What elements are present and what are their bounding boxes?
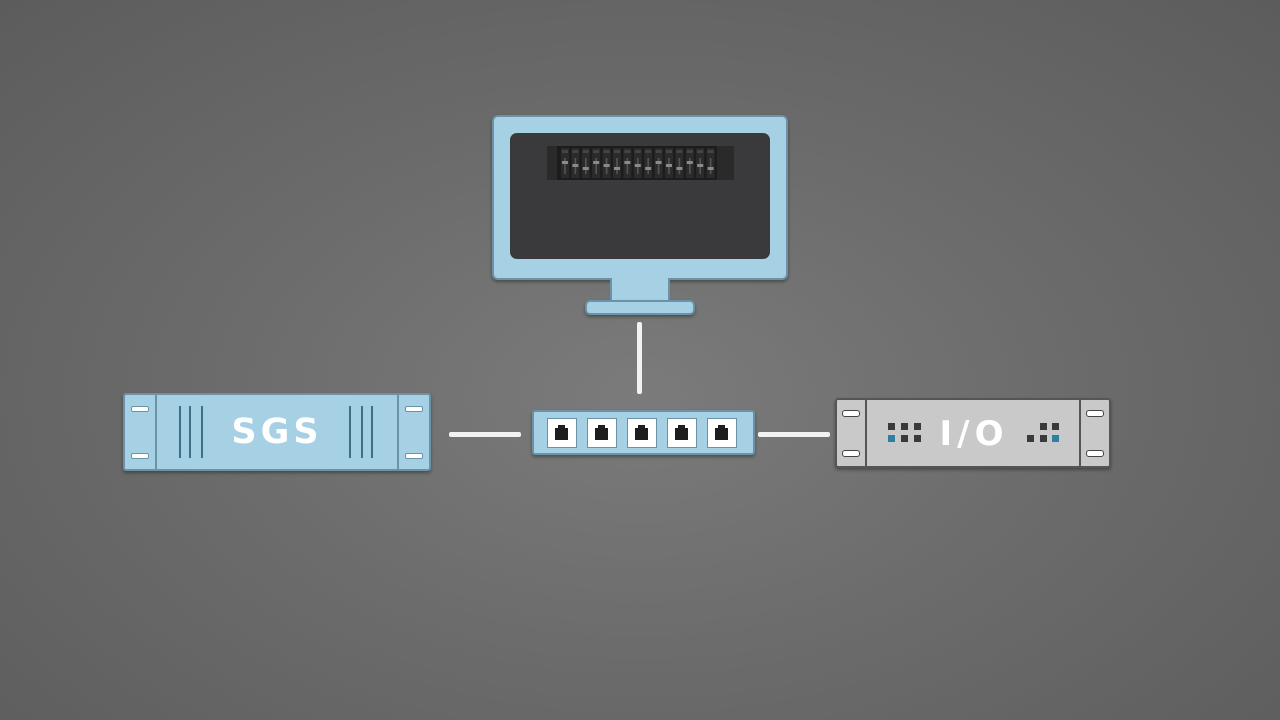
indicator-square bbox=[1052, 435, 1059, 442]
ethernet-port-icon bbox=[667, 418, 697, 448]
vent-line bbox=[371, 406, 373, 458]
vent-line bbox=[349, 406, 351, 458]
rack-ear-right bbox=[397, 395, 429, 469]
indicator-square bbox=[888, 435, 895, 442]
indicator-square bbox=[888, 423, 895, 430]
mounting-slot bbox=[405, 406, 423, 412]
vent-line bbox=[189, 406, 191, 458]
vent-line bbox=[201, 406, 203, 458]
network-switch bbox=[532, 410, 755, 455]
mixer-console-icon bbox=[547, 146, 734, 180]
mounting-slot bbox=[131, 406, 149, 412]
monitor-stand bbox=[585, 300, 695, 315]
indicator-square bbox=[914, 423, 921, 430]
sgs-device: SGS bbox=[123, 393, 431, 471]
ethernet-port-icon bbox=[587, 418, 617, 448]
rack-ear-left bbox=[125, 395, 157, 469]
monitor-to-switch-connection bbox=[637, 322, 642, 394]
switch-to-io-connection bbox=[758, 432, 830, 437]
mounting-slot bbox=[842, 450, 860, 457]
mounting-slot bbox=[405, 453, 423, 459]
indicator-square bbox=[1040, 423, 1047, 430]
rack-ear-right bbox=[1079, 400, 1109, 466]
sgs-label: SGS bbox=[231, 412, 323, 452]
monitor-frame bbox=[492, 115, 788, 280]
io-device: I/O bbox=[835, 398, 1111, 468]
mounting-slot bbox=[842, 410, 860, 417]
rack-ear-left bbox=[837, 400, 867, 466]
monitor-screen bbox=[510, 133, 770, 259]
indicator-square bbox=[1040, 435, 1047, 442]
indicator-square bbox=[1027, 435, 1034, 442]
indicator-square bbox=[901, 423, 908, 430]
indicator-square bbox=[901, 435, 908, 442]
mounting-slot bbox=[1086, 410, 1104, 417]
io-label: I/O bbox=[939, 414, 1009, 454]
vent-line bbox=[179, 406, 181, 458]
mounting-slot bbox=[1086, 450, 1104, 457]
mounting-slot bbox=[131, 453, 149, 459]
sgs-to-switch-connection bbox=[449, 432, 521, 437]
monitor-neck bbox=[610, 278, 670, 302]
ethernet-port-icon bbox=[547, 418, 577, 448]
ethernet-port-icon bbox=[707, 418, 737, 448]
indicator-square bbox=[1052, 423, 1059, 430]
ethernet-port-icon bbox=[627, 418, 657, 448]
indicator-square bbox=[914, 435, 921, 442]
vent-line bbox=[361, 406, 363, 458]
